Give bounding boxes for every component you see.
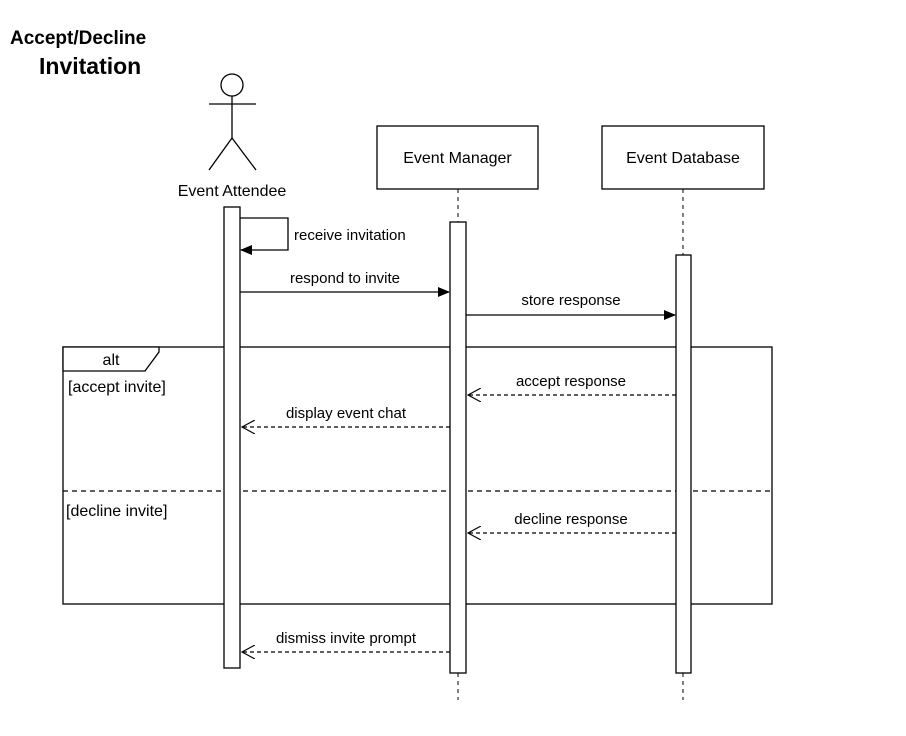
diagram-title-line1: Accept/Decline	[10, 28, 147, 49]
activation-bar-attendee	[223, 206, 241, 669]
lifeline-label-attendee: Event Attendee	[178, 183, 287, 200]
actor-event-attendee	[208, 73, 257, 171]
message-receive-invitation-arrow	[240, 217, 289, 255]
message-store-label: store response	[521, 292, 620, 309]
alt-guard-decline: [decline invite]	[66, 503, 167, 520]
activation-bar-database	[675, 254, 692, 674]
alt-fragment-frame	[62, 346, 773, 605]
lifeline-label-database: Event Database	[626, 150, 740, 167]
actor-head	[220, 73, 244, 97]
diagram-title-line2: Invitation	[39, 53, 142, 79]
activation-bar-manager	[449, 221, 467, 674]
message-display-chat-label: display event chat	[286, 405, 407, 422]
alt-operator-label: alt	[103, 352, 120, 369]
message-decline-response-label: decline response	[514, 511, 627, 528]
message-dismiss-label: dismiss invite prompt	[276, 630, 417, 647]
message-receive-invitation-label: receive invitation	[294, 227, 406, 244]
lifeline-box-manager	[376, 125, 539, 190]
lifeline-label-manager: Event Manager	[403, 150, 512, 167]
alt-fragment-tab	[62, 346, 160, 372]
lifeline-box-database	[601, 125, 765, 190]
actor-right-leg	[231, 137, 257, 171]
message-accept-response-label: accept response	[516, 373, 626, 390]
message-respond-label: respond to invite	[290, 270, 400, 287]
alt-guard-accept: [accept invite]	[68, 379, 166, 396]
actor-left-leg	[208, 137, 233, 171]
